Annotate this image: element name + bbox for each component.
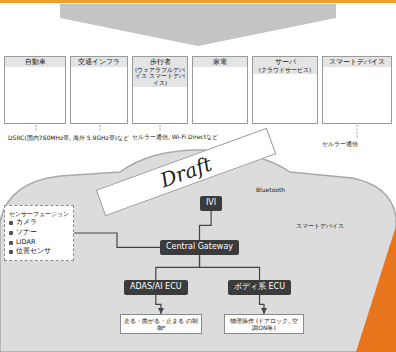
connector	[74, 233, 160, 247]
comm-label: Bluetooth	[256, 186, 285, 193]
connector	[200, 255, 260, 280]
orange-chevron	[356, 226, 396, 352]
source-box: スマートデバイス	[322, 56, 392, 124]
connector	[200, 211, 212, 240]
dashed-link	[160, 125, 161, 132]
dashed-link	[100, 125, 101, 132]
node-text: (ウェアラブルデバイス スマートデバイス)	[133, 67, 187, 87]
node-heading: Central Gateway	[166, 243, 233, 252]
note-box: 走る・曲がる・止まる の制御*	[120, 314, 202, 334]
node-heading: センサーフュージョン	[9, 209, 69, 218]
node-heading: 物理操作 (ドアロック, 空調ON等)	[228, 317, 300, 331]
source-box: 歩行者(ウェアラブルデバイス スマートデバイス)	[132, 56, 188, 124]
node-heading: ボディ系 ECU	[234, 283, 285, 292]
ecu-box: IVI	[200, 196, 222, 211]
node-heading: 走る・曲がる・止まる の制御*	[124, 317, 198, 331]
dashed-link	[357, 125, 358, 138]
source-box: 自動車	[4, 56, 66, 124]
node-heading: IVI	[206, 199, 216, 208]
node-heading: 自動車	[5, 57, 65, 67]
node-text: LIDAR	[9, 238, 69, 248]
connector	[156, 255, 200, 280]
gateway-box: Central Gateway	[160, 240, 239, 255]
note-box: 物理操作 (ドアロック, 空調ON等)	[224, 314, 304, 334]
ecu-box: ADAS/AI ECU	[124, 280, 188, 295]
connector	[260, 295, 264, 314]
node-heading: 歩行者	[133, 57, 187, 67]
source-box: 家電	[192, 56, 248, 124]
node-text: ソナー	[9, 228, 69, 238]
comm-label: DSRC(国内760MHz帯, 海外 5.9GHz帯)など	[8, 134, 129, 141]
ecu-box: ボディ系 ECU	[228, 280, 291, 295]
node-text: 位置センサ	[9, 247, 69, 257]
dashed-link	[36, 125, 37, 132]
node-text: カメラ	[9, 218, 69, 228]
top-rule	[0, 0, 396, 3]
flow-arrow	[60, 4, 336, 46]
node-heading: 家電	[193, 57, 247, 67]
source-box: 交通インフラ	[70, 56, 128, 124]
node-heading: サーバ	[253, 57, 317, 67]
node-heading: ADAS/AI ECU	[130, 283, 182, 292]
node-text: (クラウドサービス)	[253, 67, 317, 74]
device-label: スマートデバイス	[296, 222, 344, 229]
node-heading: 交通インフラ	[71, 57, 127, 67]
comm-label: セルラー通信, Wi-Fi Directなど	[132, 133, 218, 140]
comm-label: セルラー通信	[322, 140, 358, 147]
sensor-box: センサーフュージョンカメラソナーLIDAR位置センサ	[4, 205, 74, 261]
source-box: サーバ(クラウドサービス)	[252, 56, 318, 124]
node-heading: スマートデバイス	[323, 57, 391, 67]
connector	[156, 295, 161, 314]
